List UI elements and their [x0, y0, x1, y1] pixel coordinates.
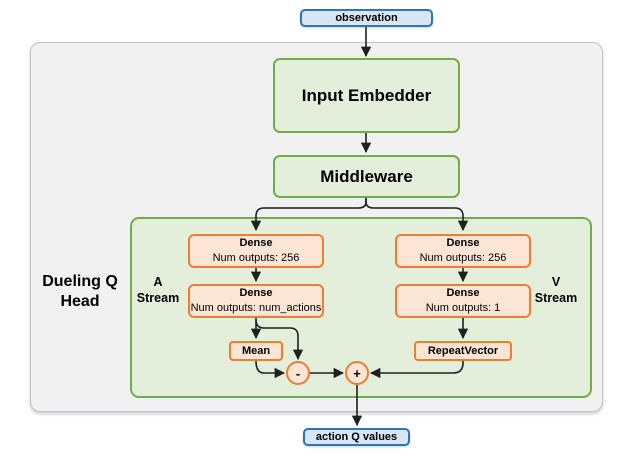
dense-v1-title: Dense — [446, 236, 480, 249]
repeat-vector-node: RepeatVector — [414, 341, 512, 361]
v-stream-label: V Stream — [530, 274, 582, 307]
dense-a1-title: Dense — [239, 236, 273, 249]
a-stream-label-line1: A — [153, 275, 163, 289]
dense-a2-title: Dense — [239, 286, 273, 299]
observation-node: observation — [300, 9, 433, 27]
a-stream-label: A Stream — [132, 274, 184, 307]
dueling-q-head-label-line1: Dueling Q — [42, 273, 118, 290]
dense-v1-subtitle: Num outputs: 256 — [419, 252, 507, 264]
dueling-q-head-label: Dueling Q Head — [28, 272, 132, 312]
dense-v2-node: Dense Num outputs: 1 — [395, 284, 531, 318]
dense-a1-subtitle: Num outputs: 256 — [212, 252, 300, 264]
v-stream-label-line2: Stream — [534, 291, 578, 306]
dense-a2-subtitle: Num outputs: num_actions — [190, 302, 322, 314]
dense-v2-subtitle: Num outputs: 1 — [425, 302, 501, 314]
dense-v1-node: Dense Num outputs: 256 — [395, 234, 531, 268]
a-stream-label-line2: Stream — [136, 291, 180, 306]
dense-a2-node: Dense Num outputs: num_actions — [188, 284, 324, 318]
dense-v2-title: Dense — [446, 286, 480, 299]
minus-operator-node: - — [286, 361, 310, 385]
dueling-q-head-label-line2: Head — [60, 293, 100, 310]
input-embedder-node: Input Embedder — [273, 58, 460, 133]
mean-node: Mean — [229, 341, 283, 361]
middleware-node: Middleware — [273, 155, 460, 198]
plus-operator-node: + — [345, 361, 369, 385]
v-stream-label-line1: V — [551, 275, 561, 289]
action-q-values-node: action Q values — [303, 428, 410, 446]
dense-a1-node: Dense Num outputs: 256 — [188, 234, 324, 268]
